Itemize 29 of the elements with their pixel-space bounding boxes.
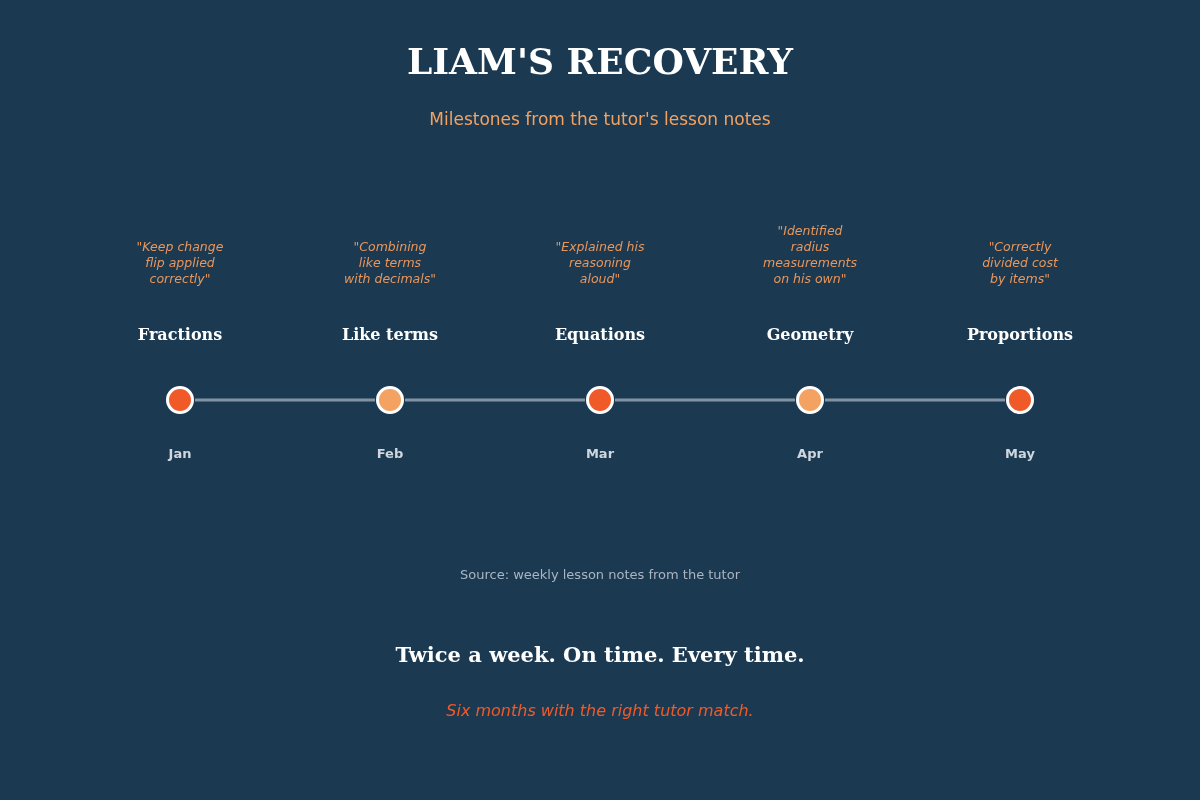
month-label: May [1005, 446, 1035, 462]
tutor-quote: "Keep change flip applied correctly" [136, 239, 224, 287]
timeline-line [615, 398, 795, 402]
milestone-dot [585, 385, 615, 415]
month-label: Mar [585, 446, 615, 462]
tutor-quote: "Explained his reasoning aloud" [555, 239, 645, 287]
month-label: Apr [797, 446, 823, 462]
milestone-topic: Fractions [137, 325, 223, 345]
timeline-line [405, 398, 585, 402]
milestone-dot [375, 385, 405, 415]
tutor-quote: "Identified radius measurements on his own" [763, 223, 857, 287]
tagline: Twice a week. On time. Every time. [395, 642, 805, 668]
milestone-topic: Like terms [341, 325, 439, 345]
subtitle: Milestones from the tutor's lesson notes [429, 108, 771, 130]
tutor-quote: "Correctly divided cost by items" [982, 239, 1058, 287]
tutor-quote: "Combining like terms with decimals" [344, 239, 436, 287]
milestone-dot [795, 385, 825, 415]
source-note: Source: weekly lesson notes from the tutor [460, 567, 740, 583]
month-label: Feb [376, 446, 404, 462]
milestone-dot [1005, 385, 1035, 415]
closing-line: Six months with the right tutor match. [446, 701, 754, 721]
diagram-title: LIAM'S RECOVERY [406, 41, 794, 83]
milestone-topic: Geometry [766, 325, 854, 345]
timeline-line [825, 398, 1005, 402]
month-label: Jan [168, 446, 192, 462]
milestone-dot [165, 385, 195, 415]
timeline-line [195, 398, 375, 402]
milestone-topic: Equations [554, 325, 646, 345]
milestone-topic: Proportions [966, 325, 1074, 345]
